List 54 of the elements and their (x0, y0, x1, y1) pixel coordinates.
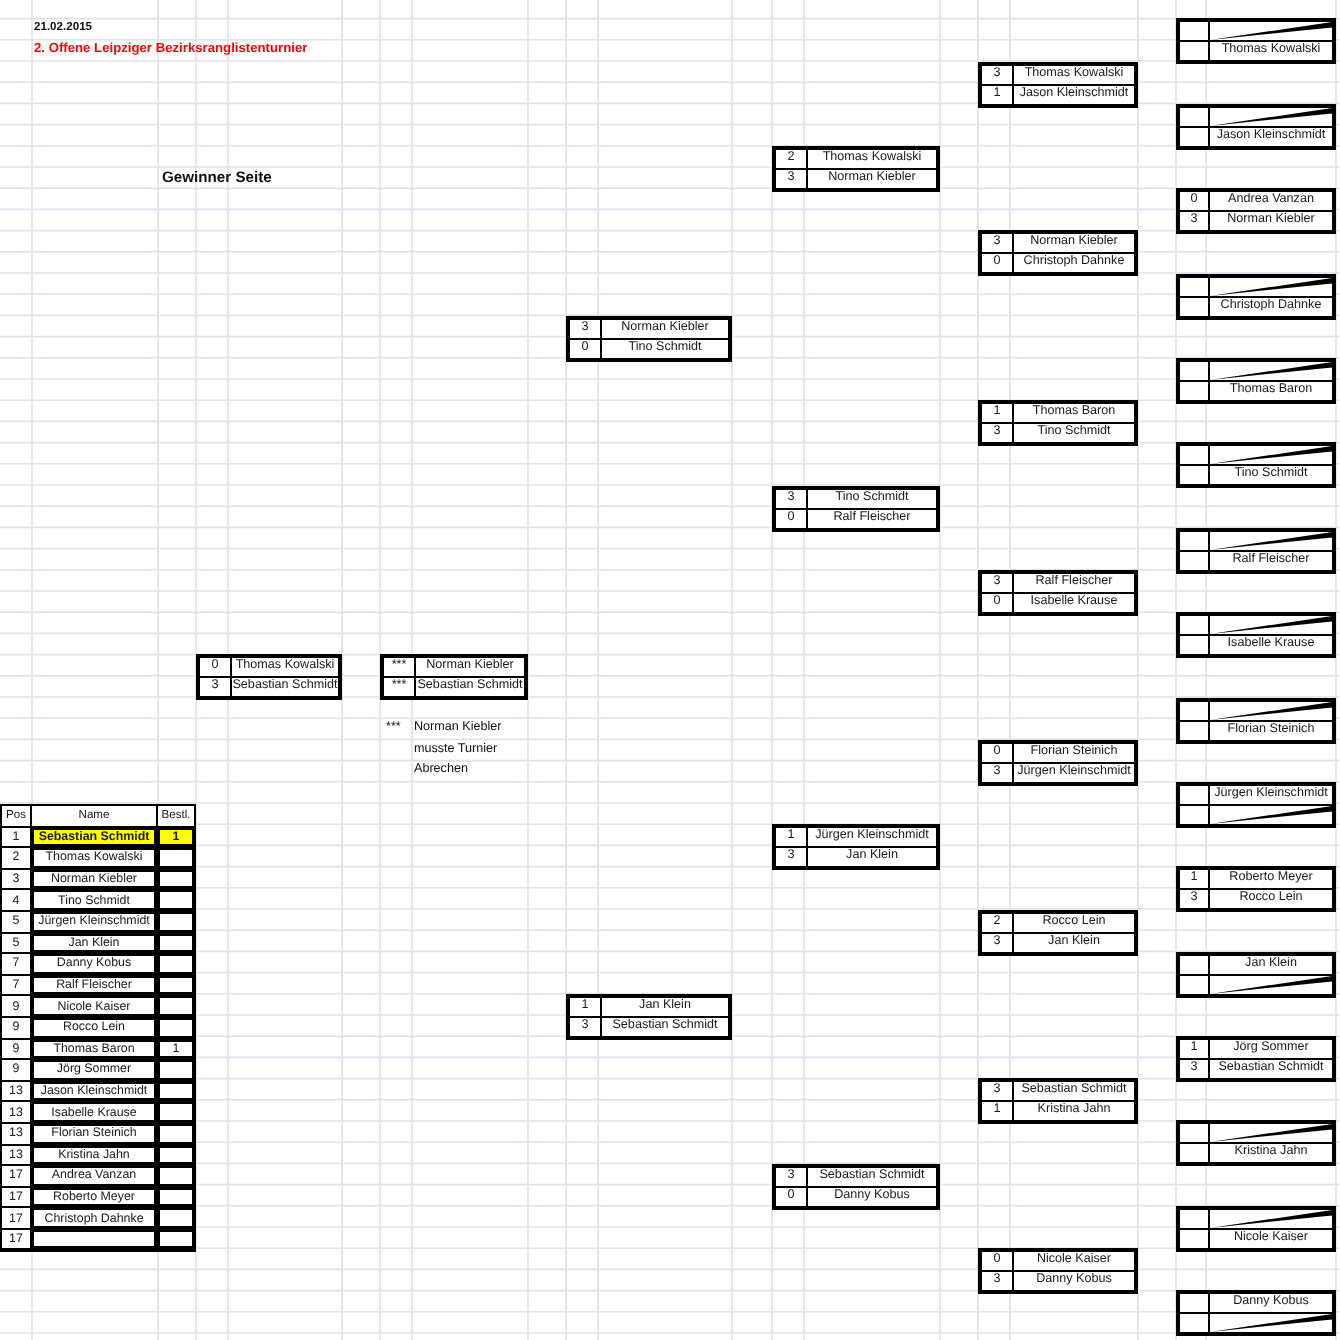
match-box (772, 146, 940, 192)
match-box (772, 486, 940, 532)
bye-box (1176, 1290, 1336, 1336)
match-box (772, 824, 940, 870)
match-box (1176, 866, 1336, 912)
bye-box (1176, 528, 1336, 574)
bye-box (1176, 358, 1336, 404)
bye-box (1176, 1120, 1336, 1166)
standings-table (0, 804, 196, 1253)
bye-box (1176, 612, 1336, 658)
table-row (2, 1017, 194, 1040)
table-row (2, 827, 194, 849)
table-row (2, 954, 194, 976)
table-row (2, 1166, 194, 1188)
match-box (978, 740, 1138, 786)
table-row (2, 1208, 194, 1230)
match-box (978, 62, 1138, 108)
match-box (196, 654, 342, 700)
table-row (2, 911, 194, 934)
table-row (2, 1060, 194, 1082)
match-box (566, 316, 732, 362)
table-row (2, 1039, 194, 1061)
bye-box (1176, 442, 1336, 488)
table-row (2, 1187, 194, 1209)
table-row (2, 1229, 194, 1251)
match-box (772, 1164, 940, 1210)
table-row (2, 933, 194, 955)
bye-box (1176, 18, 1336, 64)
match-box (978, 1078, 1138, 1124)
bye-box (1176, 782, 1336, 828)
bye-box (1176, 104, 1336, 150)
bye-box (1176, 1206, 1336, 1252)
table-row (2, 890, 194, 912)
table-row (2, 869, 194, 891)
match-box (978, 230, 1138, 276)
match-box (1176, 188, 1336, 234)
table-row (2, 1123, 194, 1145)
match-box (566, 994, 732, 1040)
table-row (2, 1081, 194, 1103)
table-row (2, 1102, 194, 1124)
match-box (978, 910, 1138, 956)
table-row (2, 848, 194, 870)
match-box (1176, 1036, 1336, 1082)
match-box (978, 1248, 1138, 1294)
bye-box (1176, 952, 1336, 998)
table-row (2, 996, 194, 1018)
match-box (978, 400, 1138, 446)
table-row (2, 975, 194, 997)
header-row (2, 806, 194, 828)
match-box (978, 570, 1138, 616)
match-box (380, 654, 528, 700)
table-row (2, 1145, 194, 1167)
bye-box (1176, 698, 1336, 744)
bye-box (1176, 274, 1336, 320)
